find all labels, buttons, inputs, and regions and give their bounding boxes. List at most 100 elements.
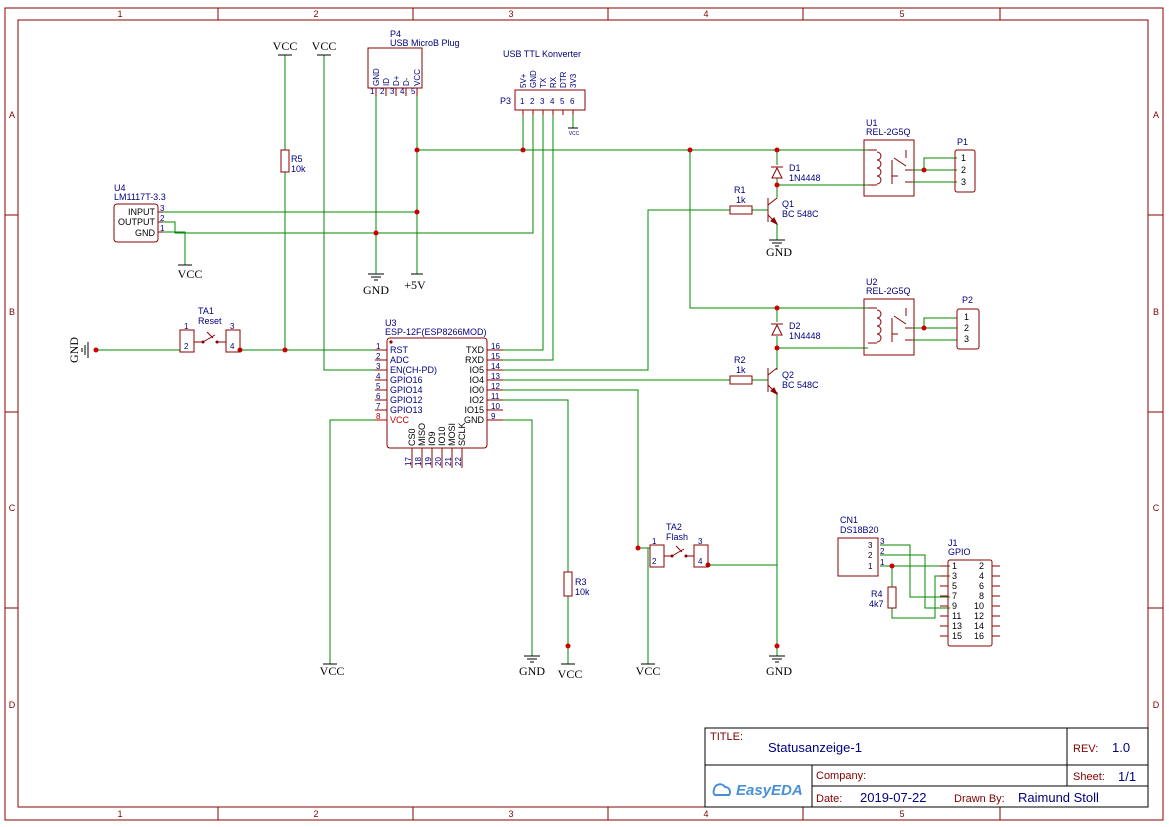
p3-pin: 5V+ <box>519 73 528 88</box>
vcc-label: VCC <box>320 664 345 678</box>
u1-value: REL-2G5Q <box>866 127 911 137</box>
u3-bottom-pin-num: 18 <box>414 457 423 466</box>
u3-right-pin-num: 9 <box>491 412 496 421</box>
row-label: C <box>1153 503 1160 513</box>
d1-value: 1N4448 <box>789 173 821 183</box>
u4-num: 2 <box>160 214 165 223</box>
row-label: C <box>9 503 16 513</box>
ta1-num: 2 <box>184 342 189 351</box>
sheet-title: Statusanzeige-1 <box>768 740 862 755</box>
resistor-r2: R2 1k <box>729 355 753 385</box>
col-label: 2 <box>313 809 318 819</box>
u3-left-pin-label: GPIO12 <box>390 395 423 405</box>
p2-num: 1 <box>964 312 969 322</box>
r1-value: 1k <box>736 195 746 205</box>
r1-ref: R1 <box>734 185 746 195</box>
title-label: TITLE: <box>710 731 743 743</box>
p2-num: 3 <box>964 334 969 344</box>
junctions <box>93 147 927 649</box>
u3-left-pin-num: 6 <box>376 392 381 401</box>
u4-num: 3 <box>160 204 165 213</box>
easyeda-logo-text: EasyEDA <box>736 782 803 799</box>
cn1-num: 2 <box>880 547 885 556</box>
u3-bottom-pin-num: 21 <box>444 457 453 466</box>
ta2-num: 1 <box>652 537 657 546</box>
row-label: D <box>1153 700 1160 710</box>
rev-label: REV: <box>1073 743 1098 755</box>
ta1-num: 4 <box>230 342 235 351</box>
flash-button-ta2: TA2 Flash 1 2 3 4 <box>649 522 709 568</box>
gnd-symbol: GND <box>766 655 792 678</box>
u4-num: 1 <box>160 224 165 233</box>
ta1-ref: TA1 <box>198 306 214 316</box>
u4-pin: GND <box>135 228 156 238</box>
sheet-value: 1/1 <box>1118 769 1136 784</box>
vcc-symbol: VCC <box>558 663 582 681</box>
sheet-label: Sheet: <box>1073 771 1105 783</box>
col-label: 5 <box>899 9 904 19</box>
p4-num: 3 <box>390 87 395 96</box>
rev-value: 1.0 <box>1112 740 1130 755</box>
u3-bottom-pin-num: 20 <box>434 457 443 466</box>
p3-num: 1 <box>520 97 525 106</box>
u3-left-pin-label: GPIO14 <box>390 385 423 395</box>
u3-left-pin-num: 5 <box>376 382 381 391</box>
transistor-q1 <box>767 197 779 226</box>
j1-pin-right: 6 <box>979 581 984 591</box>
vcc-label: VCC <box>273 39 298 53</box>
u2-ref: U2 <box>866 277 878 287</box>
u3-left-pin-label: GPIO13 <box>390 405 423 415</box>
ta2-ref: TA2 <box>666 522 682 532</box>
plus5v-label: +5V <box>404 278 426 292</box>
regulator-u4: U4 LM1117T-3.3 INPUT OUTPUT GND 3 2 1 <box>113 183 166 243</box>
col-label: 4 <box>703 809 708 819</box>
q1-ref: Q1 <box>782 199 794 209</box>
ta1-value: Reset <box>198 316 222 326</box>
p1-ref: P1 <box>957 137 968 147</box>
u3-bottom-pin-num: 22 <box>454 457 463 466</box>
cn1-value: DS18B20 <box>840 525 879 535</box>
p1-num: 1 <box>961 153 966 163</box>
p4-pin: GND <box>372 68 381 86</box>
p3-num: 5 <box>560 97 565 106</box>
diode-d1: D1 1N4448 <box>771 163 821 183</box>
ta2-num: 4 <box>698 557 703 566</box>
u3-right-pin-num: 16 <box>491 342 500 351</box>
ta2-value: Flash <box>666 532 688 542</box>
col-label: 5 <box>899 809 904 819</box>
p4-pin: D+ <box>392 75 401 86</box>
p1-num: 2 <box>961 165 966 175</box>
gnd-symbol: GND <box>519 655 545 678</box>
u3-right-pin-num: 15 <box>491 352 500 361</box>
u3-left-pin-label: GPIO16 <box>390 375 423 385</box>
u3-bottom-pin-label: MOSI <box>447 423 457 446</box>
gnd-symbol: GND <box>363 273 389 297</box>
drawn-label: Drawn By: <box>954 793 1005 805</box>
cn1-num: 1 <box>880 558 885 567</box>
col-label: 2 <box>313 9 318 19</box>
u3-bottom-pin-label: IO10 <box>437 426 447 446</box>
row-label: D <box>9 700 16 710</box>
row-label: B <box>1153 307 1159 317</box>
vcc-label: VCC <box>178 267 203 281</box>
easyeda-logo: EasyEDA <box>712 782 803 799</box>
p2-num: 2 <box>964 323 969 333</box>
p4-num: 4 <box>400 87 405 96</box>
p3-pin: 3V3 <box>569 73 578 88</box>
transistor-q2 <box>767 367 779 396</box>
p3-pin: GND <box>529 70 538 88</box>
p3-pin: DTR <box>559 71 568 88</box>
u3-left-pin-label: RST <box>390 345 409 355</box>
p3-pin: RX <box>549 76 558 88</box>
p4-num: 5 <box>411 87 416 96</box>
p4-num: 2 <box>380 87 385 96</box>
u3-right-pin-num: 12 <box>491 382 500 391</box>
border-column-labels: 1 2 3 4 5 1 2 3 4 5 <box>117 9 904 819</box>
p3-num: 3 <box>540 97 545 106</box>
vcc-label: VCC <box>636 664 661 678</box>
drawn-by-value: Raimund Stoll <box>1018 790 1099 805</box>
